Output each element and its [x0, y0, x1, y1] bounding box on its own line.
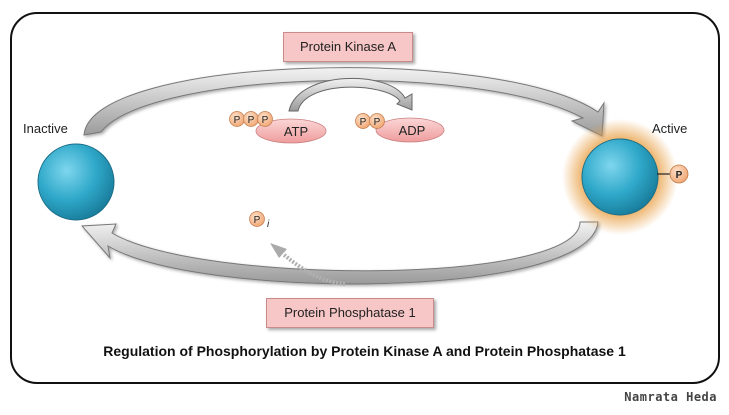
- phosphorylation-arrow: [83, 67, 605, 137]
- protein-phosphatase-1-label: Protein Phosphatase 1: [266, 298, 434, 328]
- active-label: Active: [652, 121, 688, 136]
- inactive-protein: [37, 143, 115, 221]
- atp-phosphate-3: P: [262, 115, 269, 126]
- active-protein: [581, 138, 659, 216]
- inactive-label: Inactive: [23, 121, 68, 136]
- bound-phosphate-label: P: [676, 170, 683, 181]
- adp-label: ADP: [399, 123, 426, 138]
- adp-phosphate-2: P: [374, 117, 381, 128]
- diagram-frame: [10, 12, 720, 384]
- author-signature: Namrata Heda: [624, 390, 717, 404]
- inorganic-phosphate: P i: [249, 211, 270, 230]
- atp-phosphate-1: P: [234, 115, 241, 126]
- adp-phosphate-1: P: [360, 117, 367, 128]
- phosphate-release-arrow: [281, 252, 346, 286]
- dephosphorylation-arrow: [80, 221, 599, 285]
- atp-label: ATP: [284, 124, 308, 139]
- diagram-caption: Regulation of Phosphorylation by Protein…: [103, 343, 626, 359]
- atp-to-adp-arrow: [288, 77, 413, 112]
- phosphate-release-arrowhead: [270, 243, 287, 258]
- bound-phosphate: P: [669, 164, 689, 184]
- inorganic-subscript: i: [267, 219, 270, 230]
- protein-kinase-a-label: Protein Kinase A: [283, 32, 413, 62]
- inorganic-phosphate-label: P: [254, 215, 261, 226]
- adp-molecule: ADP P P: [355, 113, 445, 143]
- atp-phosphate-2: P: [248, 115, 255, 126]
- atp-molecule: ATP P P P: [229, 111, 327, 144]
